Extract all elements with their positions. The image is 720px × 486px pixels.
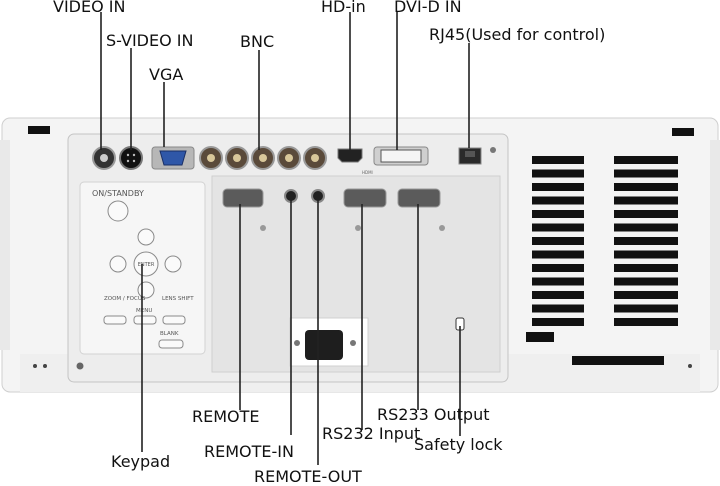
power-inlet[interactable] bbox=[305, 330, 343, 360]
bnc-ports[interactable] bbox=[199, 146, 327, 170]
vent-slot bbox=[614, 237, 678, 245]
label-keypad: Keypad bbox=[111, 452, 171, 471]
vent-slot bbox=[532, 250, 584, 259]
vent-slot bbox=[614, 304, 678, 313]
rs232-out-port[interactable] bbox=[397, 188, 441, 208]
label-rs232-input: RS232 Input bbox=[322, 424, 421, 443]
menu-text: MENU bbox=[136, 308, 152, 314]
right-button[interactable] bbox=[164, 255, 182, 273]
vent-slot bbox=[532, 237, 584, 245]
lens-shift-text: LENS SHIFT bbox=[162, 296, 194, 302]
vent-slot bbox=[614, 277, 678, 286]
vent-slot bbox=[614, 291, 678, 299]
vent-slot bbox=[532, 196, 584, 205]
label-bnc: BNC bbox=[240, 32, 275, 51]
enter-button[interactable] bbox=[133, 251, 159, 277]
up-button[interactable] bbox=[137, 228, 155, 246]
vent-slot bbox=[532, 223, 584, 232]
label-remote-in: REMOTE-IN bbox=[204, 442, 294, 461]
vent-slot bbox=[614, 223, 678, 232]
label-video-in: VIDEO IN bbox=[53, 0, 126, 16]
label-rj45: RJ45(Used for control) bbox=[429, 25, 606, 44]
label-safety-lock: Safety lock bbox=[414, 435, 503, 454]
vent-slot bbox=[532, 210, 584, 218]
s-video-in-port[interactable] bbox=[119, 146, 143, 170]
vent-slot bbox=[614, 250, 678, 259]
vent-slot bbox=[614, 183, 678, 191]
label-vga: VGA bbox=[149, 65, 184, 84]
vent-slot bbox=[614, 169, 678, 178]
enter-text: ENTER bbox=[138, 262, 155, 268]
menu-button[interactable] bbox=[133, 315, 157, 325]
top-connectors: HDMI bbox=[92, 146, 482, 175]
vent-slot bbox=[532, 169, 584, 178]
blank-text: BLANK bbox=[160, 331, 179, 337]
vent-slot bbox=[532, 291, 584, 299]
zoom-focus-button[interactable] bbox=[103, 315, 127, 325]
vent-slot bbox=[532, 156, 584, 164]
callout-lines bbox=[100, 12, 470, 465]
label-remote: REMOTE bbox=[192, 407, 260, 426]
lens-shift-button[interactable] bbox=[162, 315, 186, 325]
label-remote-out: REMOTE-OUT bbox=[254, 467, 362, 486]
zoom-focus-text: ZOOM / FOCUS bbox=[104, 296, 146, 302]
vent-slot bbox=[614, 264, 678, 272]
blank-button[interactable] bbox=[158, 339, 184, 349]
power-area bbox=[289, 317, 465, 367]
vent-slot bbox=[532, 304, 584, 313]
hdmi-text: HDMI bbox=[362, 170, 373, 175]
on-standby-button[interactable] bbox=[107, 200, 129, 222]
vent-slot bbox=[532, 264, 584, 272]
label-dvi-d-in: DVI-D IN bbox=[394, 0, 462, 16]
vent-slot bbox=[614, 318, 678, 326]
remote-port[interactable] bbox=[222, 188, 264, 208]
left-button[interactable] bbox=[109, 255, 127, 273]
vent-slot bbox=[532, 183, 584, 191]
rs232-in-port[interactable] bbox=[343, 188, 387, 208]
vent-slot bbox=[614, 196, 678, 205]
dvi-d-port[interactable] bbox=[380, 149, 422, 163]
hdmi-port[interactable] bbox=[337, 148, 363, 163]
vga-port[interactable] bbox=[159, 150, 187, 166]
vent-slot bbox=[614, 210, 678, 218]
label-s-video-in: S-VIDEO IN bbox=[106, 31, 194, 50]
vent-slot bbox=[532, 318, 584, 326]
vent-slot bbox=[532, 277, 584, 286]
on-standby-text: ON/STANDBY bbox=[92, 189, 144, 198]
vent-slot bbox=[614, 156, 678, 164]
label-rs233-output: RS233 Output bbox=[377, 405, 490, 424]
label-hd-in: HD-in bbox=[321, 0, 366, 16]
vent-grille bbox=[532, 156, 678, 326]
